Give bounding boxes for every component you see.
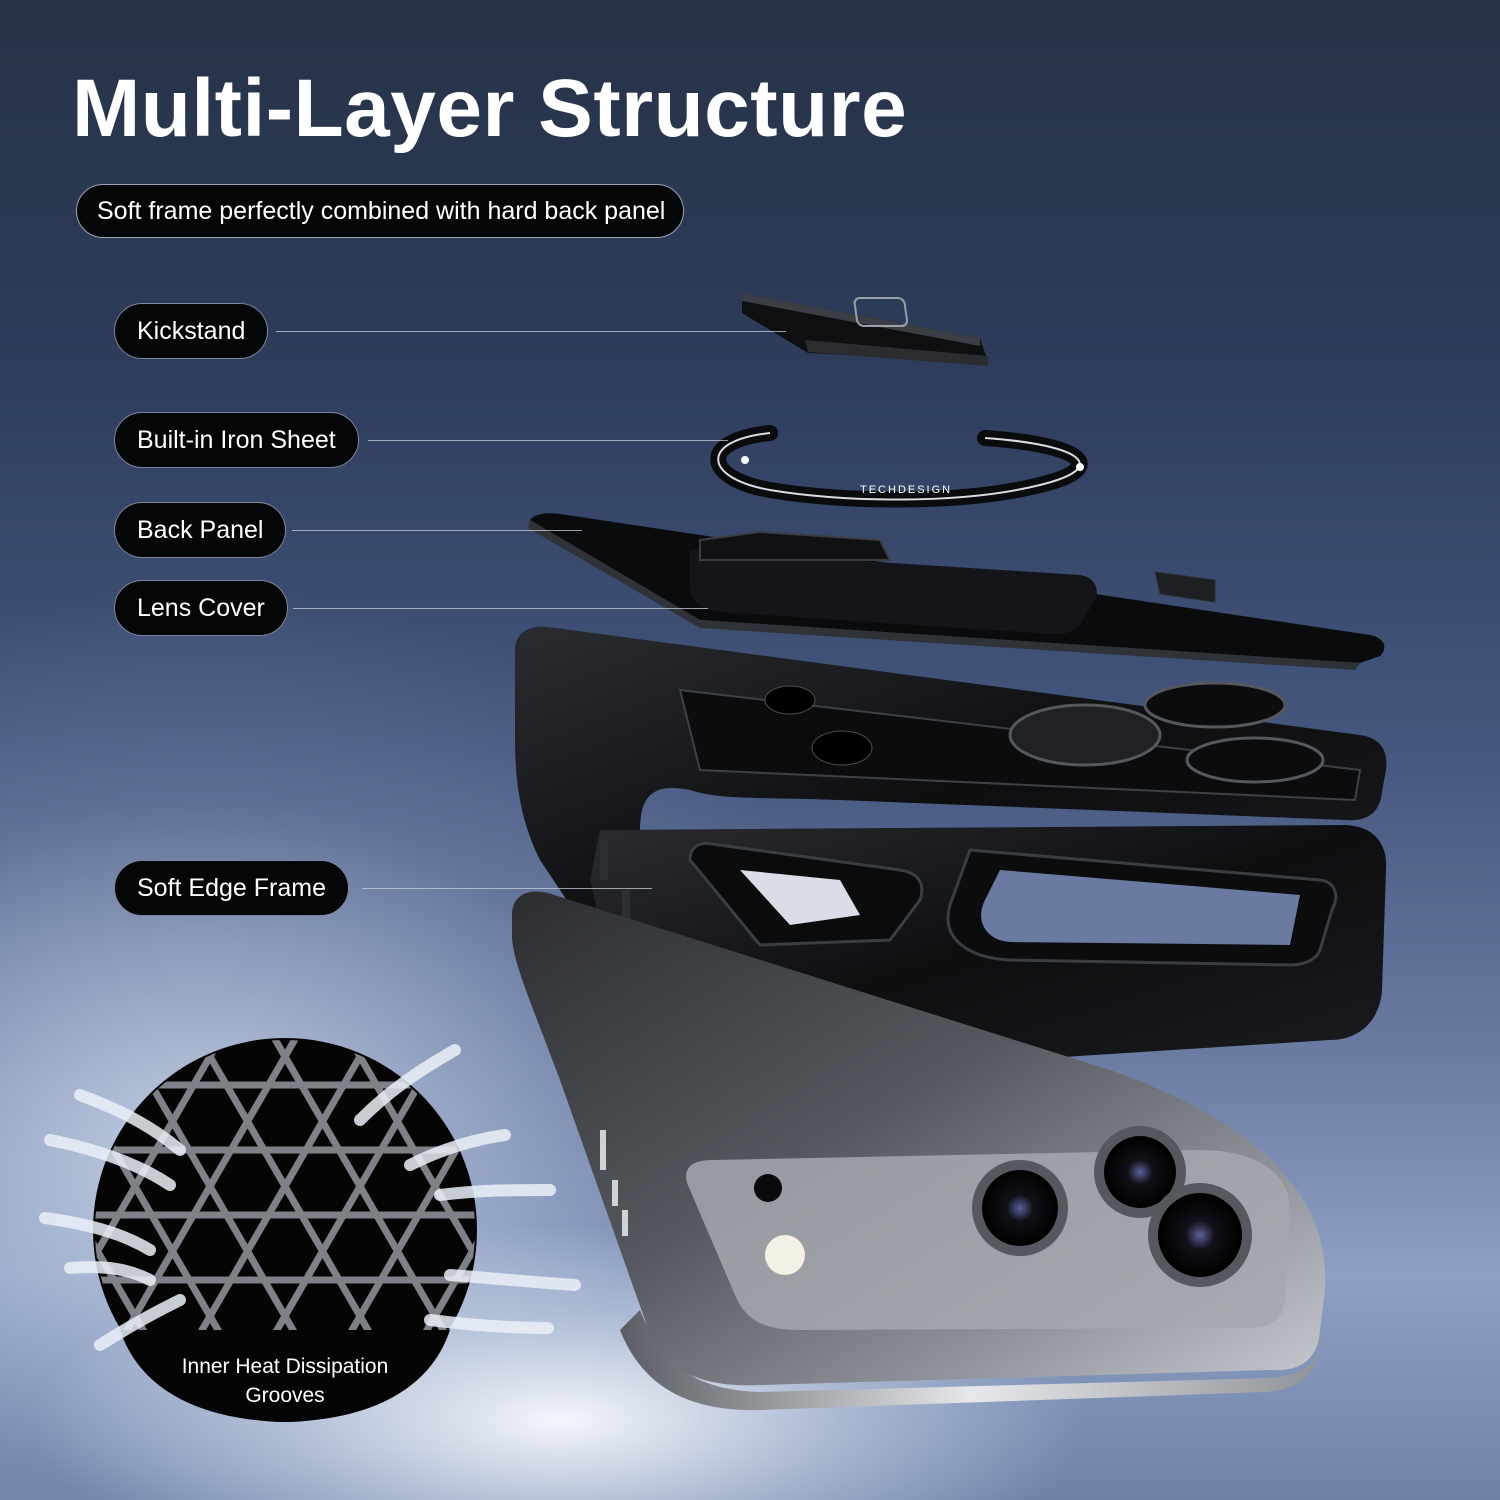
subtitle-text: Soft frame perfectly combined with hard …	[97, 196, 666, 225]
leader-line-kickstand	[276, 331, 786, 332]
callout-kickstand: Kickstand	[114, 303, 269, 359]
kickstand-part	[742, 293, 988, 366]
callout-back-panel: Back Panel	[114, 502, 287, 558]
callout-lens-cover: Lens Cover	[114, 580, 288, 636]
phone-body	[512, 891, 1326, 1411]
soft-edge-frame-part	[515, 626, 1387, 1076]
callout-lens-cover-label: Lens Cover	[137, 593, 265, 622]
subtitle-pill: Soft frame perfectly combined with hard …	[76, 184, 685, 238]
back-panel-part	[528, 513, 1385, 670]
ring-brand-text: TECHDESIGN	[860, 484, 952, 496]
callout-soft-edge-frame-label: Soft Edge Frame	[137, 873, 326, 902]
callout-iron-sheet-label: Built-in Iron Sheet	[137, 425, 336, 454]
callout-back-panel-label: Back Panel	[137, 515, 264, 544]
callout-iron-sheet: Built-in Iron Sheet	[114, 412, 359, 468]
heat-dissipation-caption: Inner Heat Dissipation Grooves	[181, 1355, 389, 1407]
leader-line-lens-cover	[293, 608, 708, 609]
leader-line-iron-sheet	[368, 440, 728, 441]
page-title: Multi-Layer Structure	[72, 63, 908, 154]
callout-kickstand-label: Kickstand	[137, 316, 246, 345]
iron-sheet-ring: TECHDESIGN	[710, 425, 1088, 508]
callout-soft-edge-frame: Soft Edge Frame	[114, 860, 349, 916]
leader-line-back-panel	[292, 530, 582, 531]
leader-line-soft-edge-frame	[362, 888, 652, 889]
